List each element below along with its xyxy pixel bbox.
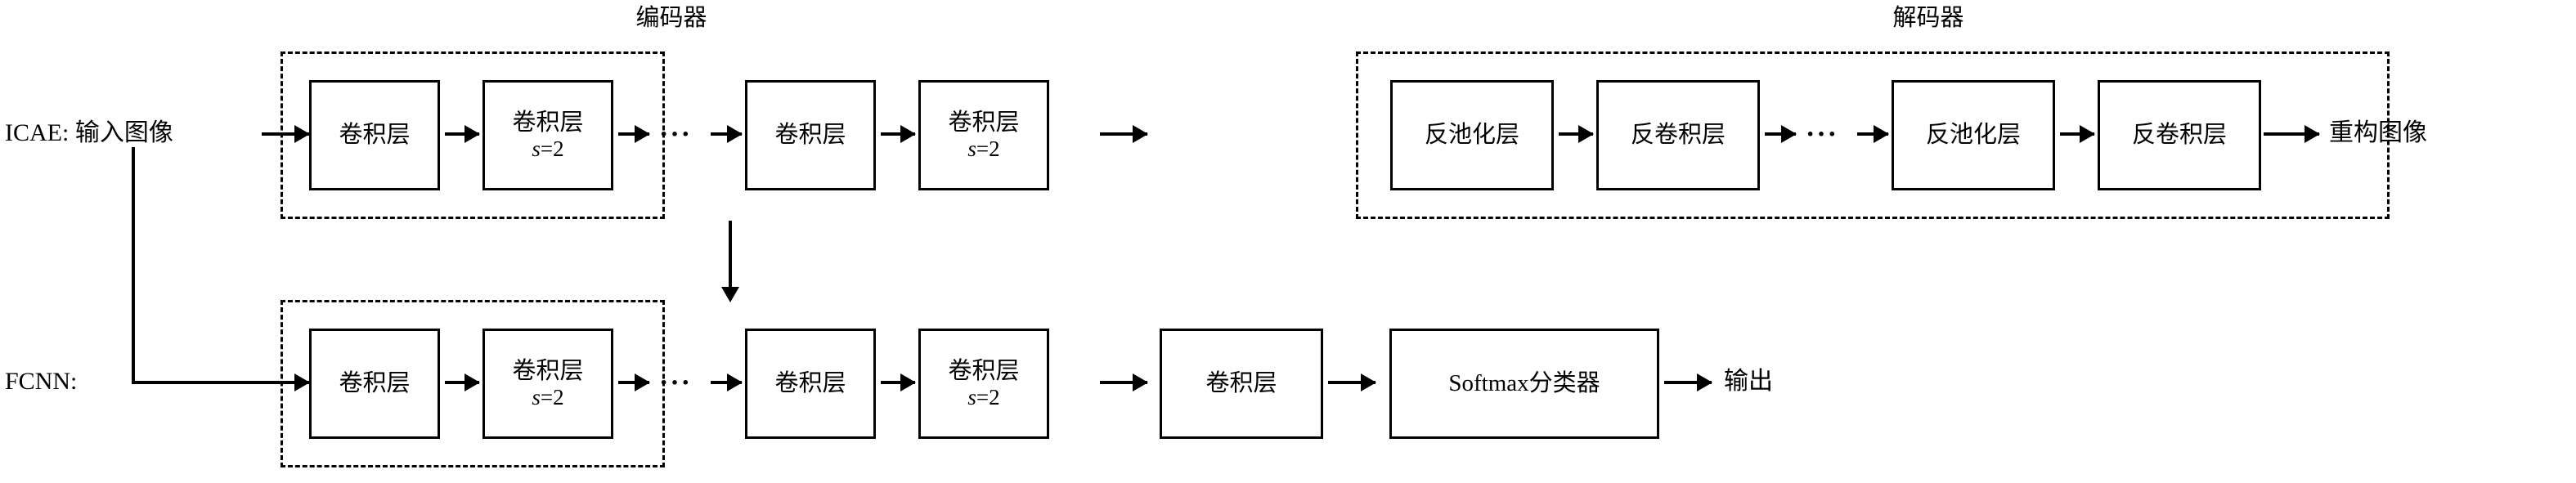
icae-output-label: 重构图像 <box>2329 119 2427 146</box>
arrow-dots-decoder-3 <box>1857 125 1889 143</box>
arrow-encoder-to-fcnn <box>721 221 739 302</box>
arrow-input-to-encoder <box>262 125 310 143</box>
arrow-decoder-to-output <box>2264 125 2320 143</box>
decoder-node-3-label: 反池化层 <box>1925 122 2021 149</box>
arrow-decoder-2-dots <box>1765 125 1797 143</box>
fcnn-node-4-label: 卷积层 <box>948 358 1020 385</box>
fcnn-tail-conv-label: 卷积层 <box>1205 370 1277 397</box>
fcnn-tail-conv-node[interactable]: 卷积层 <box>1160 329 1323 439</box>
input-branch-vertical-line <box>132 147 135 384</box>
decoder-group-box <box>1356 51 2390 219</box>
fcnn-ellipsis: ··· <box>659 368 693 398</box>
icae-row-label: ICAE: 输入图像 <box>5 119 173 146</box>
encoder-node-4-label: 卷积层 <box>948 110 1020 136</box>
fcnn-node-3[interactable]: 卷积层 <box>745 329 876 439</box>
fcnn-node-3-label: 卷积层 <box>774 370 846 397</box>
decoder-node-1[interactable]: 反池化层 <box>1390 80 1554 190</box>
arrow-encoder-2-dots <box>618 125 650 143</box>
fcnn-node-1-label: 卷积层 <box>339 370 411 397</box>
decoder-group-title: 解码器 <box>1356 7 2501 30</box>
fcnn-node-2[interactable]: 卷积层 s=2 <box>482 329 613 439</box>
encoder-node-1[interactable]: 卷积层 <box>309 80 440 190</box>
encoder-node-4[interactable]: 卷积层 s=2 <box>918 80 1049 190</box>
encoder-node-2[interactable]: 卷积层 s=2 <box>482 80 613 190</box>
arrow-fcnn-to-tailconv <box>1100 373 1148 391</box>
encoder-group-title: 编码器 <box>336 7 1007 30</box>
encoder-group-box <box>280 51 665 219</box>
arrow-decoder-3-4 <box>2060 125 2095 143</box>
encoder-ellipsis: ··· <box>659 119 693 150</box>
arrow-encoder-3-4 <box>881 125 916 143</box>
encoder-node-3[interactable]: 卷积层 <box>745 80 876 190</box>
decoder-node-2[interactable]: 反卷积层 <box>1596 80 1760 190</box>
arrow-dots-fcnn-3 <box>711 373 743 391</box>
encoder-node-1-label: 卷积层 <box>339 122 411 149</box>
softmax-classifier-node[interactable]: Softmax分类器 <box>1389 329 1659 439</box>
softmax-classifier-label: Softmax分类器 <box>1448 370 1600 397</box>
decoder-node-3[interactable]: 反池化层 <box>1892 80 2055 190</box>
arrow-fcnn-3-4 <box>881 373 916 391</box>
encoder-title-text: 编码器 <box>635 5 707 31</box>
decoder-node-4-label: 反卷积层 <box>2131 122 2227 149</box>
fcnn-group-box <box>280 300 665 467</box>
arrow-fcnn-1-2 <box>445 373 480 391</box>
fcnn-row-label: FCNN: <box>5 368 78 395</box>
arrow-dots-encoder-3 <box>711 125 743 143</box>
arrow-input-to-fcnn <box>262 373 310 391</box>
arrow-tailconv-to-classifier <box>1328 373 1376 391</box>
fcnn-output-label: 输出 <box>1724 368 1773 395</box>
encoder-node-3-label: 卷积层 <box>774 122 846 149</box>
fcnn-node-4[interactable]: 卷积层 s=2 <box>918 329 1049 439</box>
arrow-fcnn-2-dots <box>618 373 650 391</box>
arrow-encoder-1-2 <box>445 125 480 143</box>
decoder-node-4[interactable]: 反卷积层 <box>2098 80 2261 190</box>
arrow-decoder-1-2 <box>1559 125 1594 143</box>
fcnn-node-1[interactable]: 卷积层 <box>309 329 440 439</box>
arrow-classifier-to-output <box>1664 373 1712 391</box>
encoder-node-2-label: 卷积层 <box>512 110 584 136</box>
fcnn-node-2-label: 卷积层 <box>512 358 584 385</box>
decoder-ellipsis: ··· <box>1806 119 1839 150</box>
decoder-node-2-label: 反卷积层 <box>1630 122 1726 149</box>
arrow-encoder-to-decoder <box>1100 125 1148 143</box>
decoder-node-1-label: 反池化层 <box>1424 122 1519 149</box>
decoder-title-text: 解码器 <box>1892 5 1964 31</box>
input-branch-horizontal-line <box>132 381 263 384</box>
